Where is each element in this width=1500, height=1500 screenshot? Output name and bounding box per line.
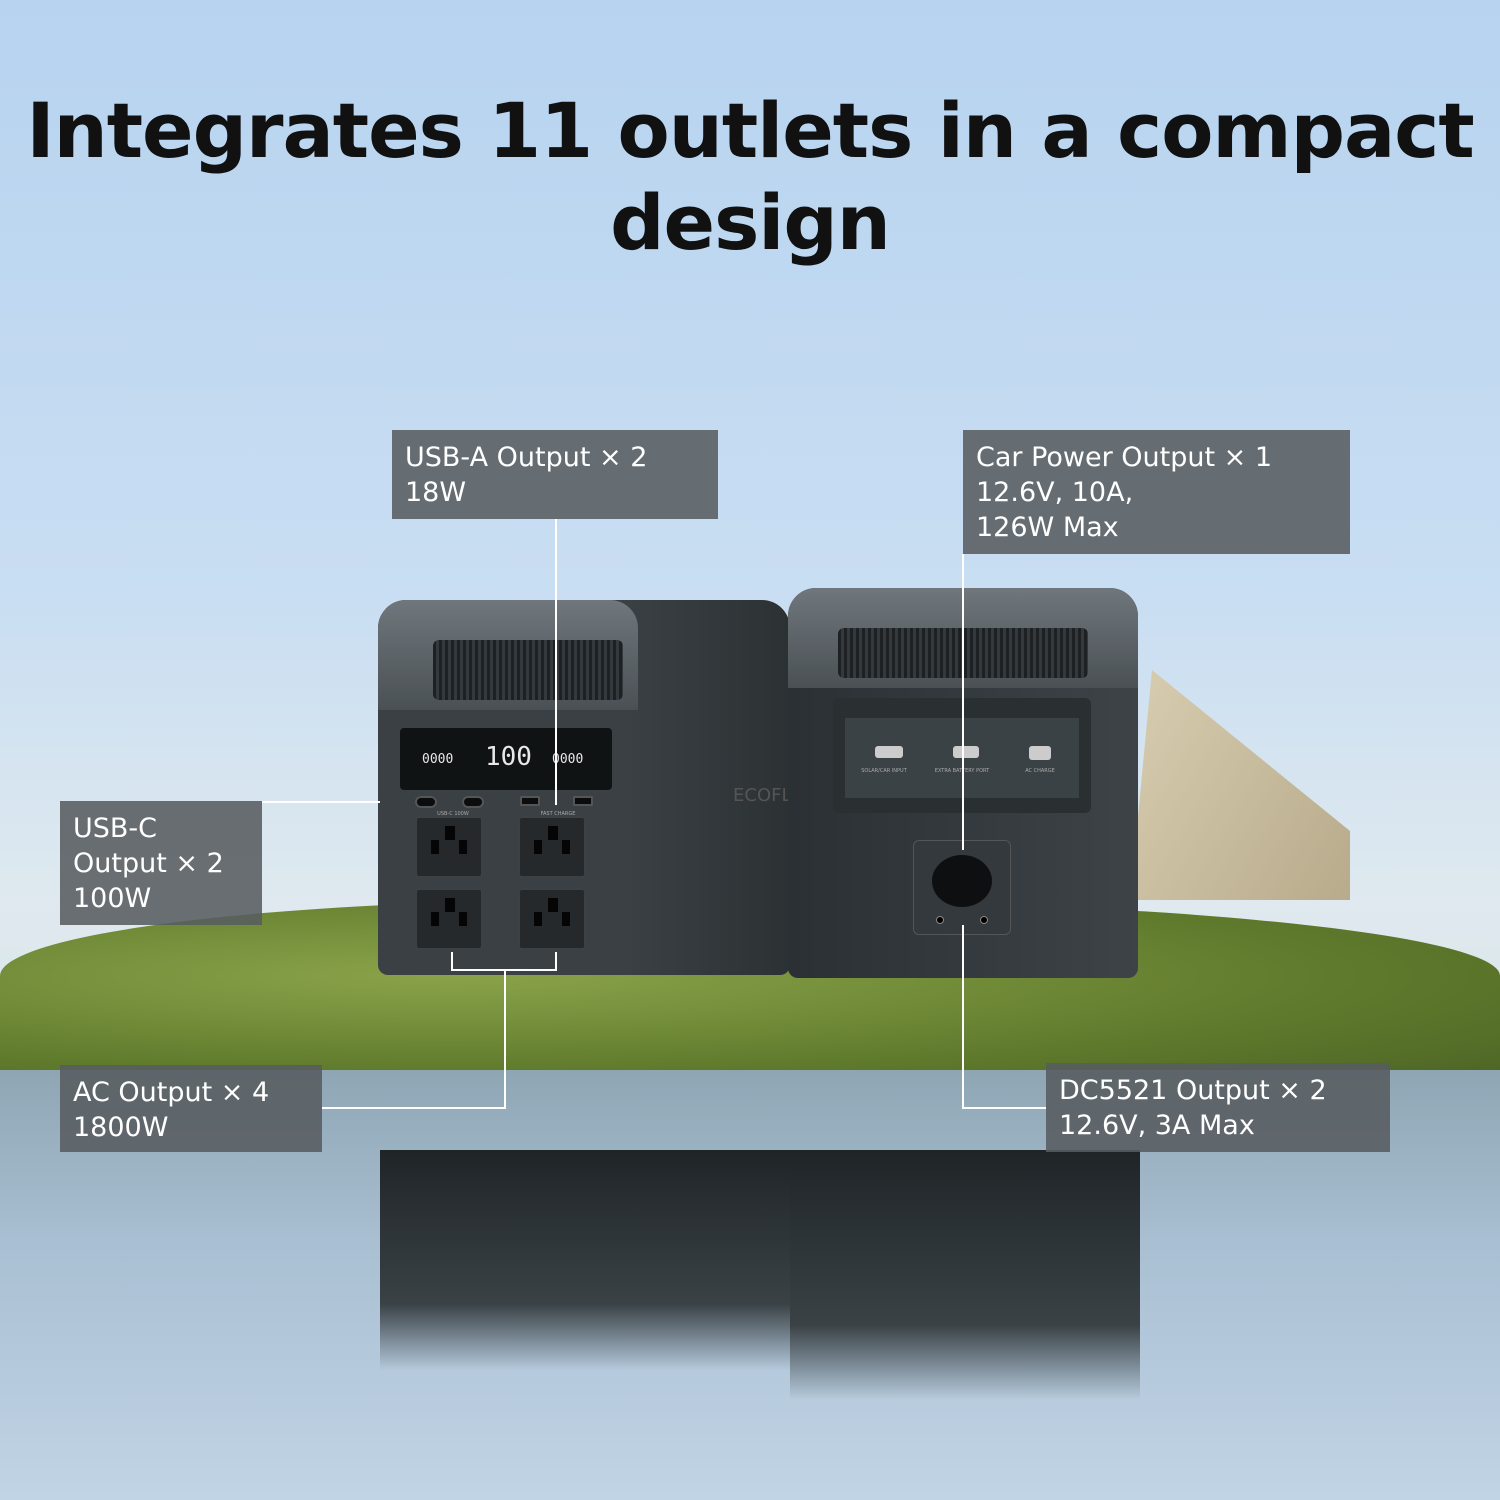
callout-ac: AC Output × 4 1800W	[60, 1065, 322, 1152]
leader-line	[962, 554, 964, 850]
usb-c-label: USB-C 100W	[437, 811, 469, 817]
leader-line	[555, 519, 557, 805]
leader-line	[962, 1107, 1046, 1109]
dc-panel	[913, 840, 1011, 935]
port-label: AC CHARGE	[1025, 768, 1055, 774]
leader-line	[451, 969, 557, 971]
usb-a-port	[573, 796, 593, 806]
lcd-display: 0000 100 0000	[400, 728, 612, 790]
car-outlet	[932, 855, 992, 907]
power-station-front: 0000 100 0000 USB-C 100W FAST CHARGE ECO…	[378, 600, 792, 975]
leader-line	[504, 969, 506, 1109]
usb-c-port	[462, 796, 484, 808]
ac-outlet	[415, 888, 483, 950]
leader-line	[555, 952, 557, 970]
callout-car-power: Car Power Output × 1 12.6V, 10A, 126W Ma…	[963, 430, 1350, 554]
leader-line	[451, 952, 453, 970]
usb-a-port	[520, 796, 540, 806]
back-unit-reflection	[790, 1150, 1140, 1400]
callout-usb-a: USB-A Output × 2 18W	[392, 430, 718, 519]
port-label: SOLAR/CAR INPUT	[861, 768, 907, 774]
output-watts: 0000	[552, 752, 584, 767]
ac-outlet	[518, 816, 586, 878]
input-watts: 0000	[422, 752, 454, 767]
usb-a-label: FAST CHARGE	[540, 811, 576, 817]
callout-usb-c: USB-C Output × 2 100W	[60, 801, 262, 925]
brand-logo: ECOFL	[733, 785, 792, 806]
tent	[1130, 670, 1350, 900]
ac-outlet	[518, 888, 586, 950]
battery-percent: 100	[485, 742, 532, 772]
usb-c-port	[415, 796, 437, 808]
dc5521-port	[980, 916, 988, 924]
page-title: Integrates 11 outlets in a compact desig…	[26, 86, 1474, 267]
leader-line	[262, 801, 380, 803]
dc5521-port	[936, 916, 944, 924]
leader-line	[322, 1107, 506, 1109]
front-unit-reflection	[380, 1150, 790, 1370]
leader-line	[962, 925, 964, 1109]
callout-dc5521: DC5521 Output × 2 12.6V, 3A Max	[1046, 1063, 1390, 1152]
port-label: EXTRA BATTERY PORT	[934, 768, 990, 774]
ac-outlet	[415, 816, 483, 878]
